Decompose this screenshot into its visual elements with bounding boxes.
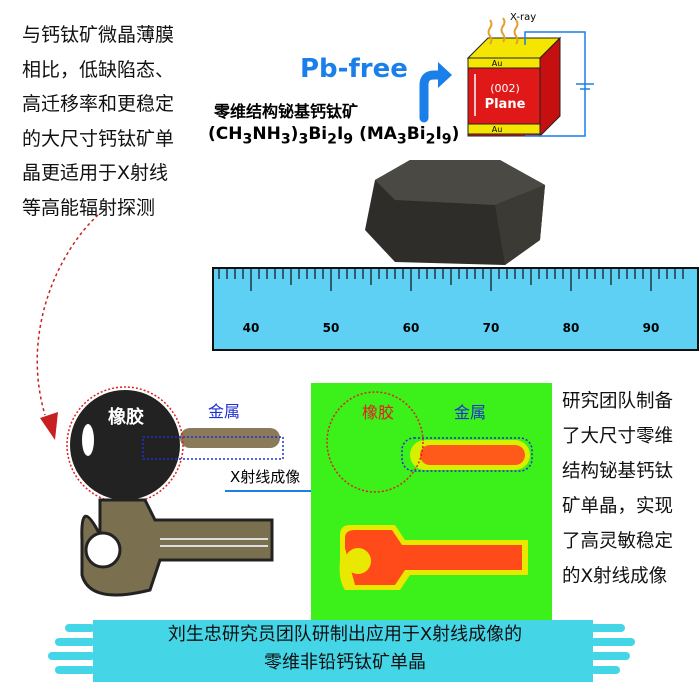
metal-key	[80, 498, 274, 597]
svg-text:橡胶: 橡胶	[108, 406, 144, 428]
svg-text:金属: 金属	[208, 402, 240, 421]
banner-title: 刘生忠研究员团队研制出应用于X射线成像的 零维非铅钙钛矿单晶	[167, 624, 523, 673]
svg-text:90: 90	[643, 321, 660, 335]
chemical-formula: (CH3NH3)3Bi2I9 (MA3Bi2I9)	[208, 124, 460, 148]
svg-text:50: 50	[323, 321, 340, 335]
pb-free-label: Pb-free	[300, 54, 408, 84]
svg-text:(002): (002)	[490, 82, 520, 95]
svg-text:70: 70	[483, 321, 500, 335]
detector-cube: X-ray Au Au (002) Plane	[466, 12, 594, 138]
crystal-image	[365, 160, 545, 265]
svg-text:Plane: Plane	[485, 97, 526, 112]
xray-label: X-ray	[510, 12, 536, 23]
svg-text:Au: Au	[492, 125, 503, 134]
svg-text:80: 80	[563, 321, 580, 335]
intro-text: 与钙钛矿微晶薄膜相比，低缺陷态、高迁移率和更稳定的大尺寸钙钛矿单晶更适用于X射线…	[22, 24, 175, 219]
svg-text:Au: Au	[492, 59, 503, 68]
curved-arrow-icon	[419, 70, 445, 123]
imaging-label: X射线成像	[230, 468, 300, 486]
material-name: 零维结构铋基钙钛矿	[214, 102, 359, 121]
svg-text:40: 40	[243, 321, 260, 335]
banner-bg	[48, 620, 635, 682]
svg-text:橡胶: 橡胶	[362, 403, 394, 422]
xray-image: 橡胶 金属	[311, 383, 552, 665]
key-with-rubber-head: 橡胶 金属	[66, 386, 284, 504]
result-text: 研究团队制备了大尺寸零维结构铋基钙钛矿单晶，实现了高灵敏稳定的X射线成像	[562, 391, 674, 587]
ruler: 40 50 60 70 80 90	[212, 267, 699, 351]
svg-text:金属: 金属	[454, 403, 486, 422]
svg-text:60: 60	[403, 321, 420, 335]
dashed-arrow	[36, 214, 99, 416]
